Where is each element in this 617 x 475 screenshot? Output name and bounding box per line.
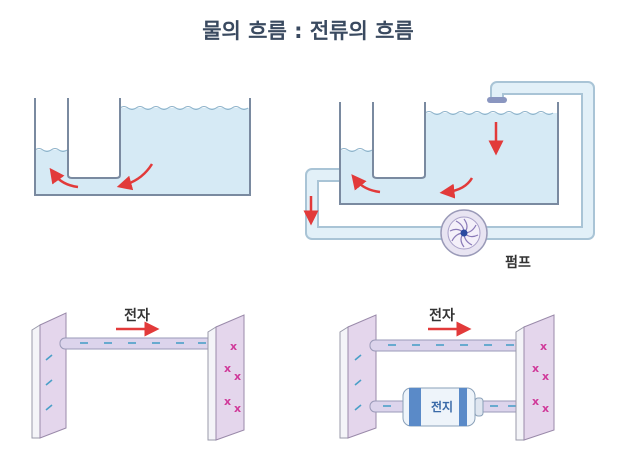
electron-label: 전자 <box>124 307 150 324</box>
svg-text:x: x <box>542 370 549 383</box>
page-title: 물의 흐름 : 전류의 흐름 <box>202 19 414 43</box>
battery-label: 전지 <box>431 399 453 414</box>
svg-text:x: x <box>540 340 547 353</box>
svg-text:x: x <box>532 362 539 375</box>
conductor-no-battery: 전자 x xx xx <box>31 307 245 441</box>
flow-arrow <box>49 167 79 189</box>
flow-arrow <box>116 163 154 191</box>
battery-icon <box>402 387 484 427</box>
water-tank-with-pump: 펌프 <box>303 81 595 271</box>
svg-text:x: x <box>542 402 549 415</box>
svg-text:x: x <box>532 395 539 408</box>
svg-text:x: x <box>224 362 231 375</box>
pump-icon <box>440 209 488 257</box>
svg-text:x: x <box>234 370 241 383</box>
electron-label: 전자 <box>429 307 455 324</box>
pump-label: 펌프 <box>505 254 531 271</box>
flow-arrow <box>351 174 381 194</box>
svg-text:x: x <box>234 402 241 415</box>
faucet-icon <box>487 97 507 103</box>
conductor-with-battery: 전자 전지 x xx xx <box>339 307 555 441</box>
water-tank-no-pump <box>34 98 251 196</box>
positive-charge: x <box>230 340 237 353</box>
flow-arrow <box>439 177 474 199</box>
svg-text:x: x <box>224 395 231 408</box>
